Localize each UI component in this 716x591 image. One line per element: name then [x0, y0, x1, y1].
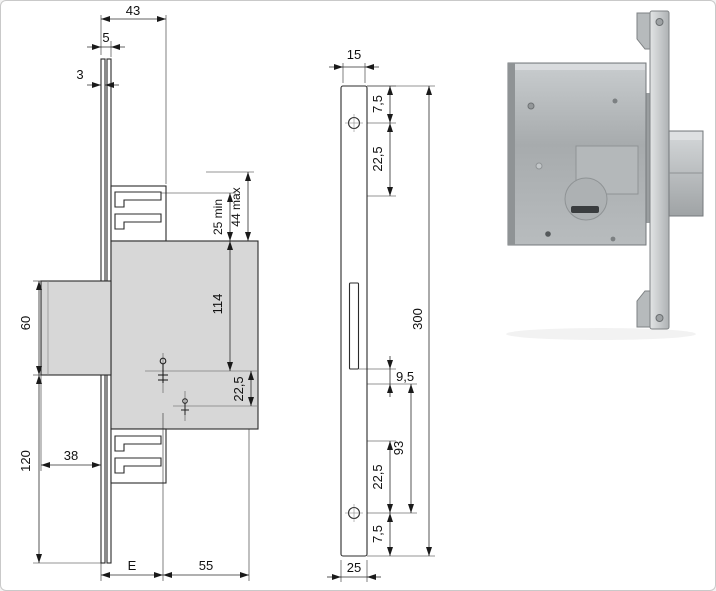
dim-300-label: 300 — [410, 308, 425, 330]
side-view — [40, 58, 259, 564]
dim-7-5-top-label: 7,5 — [370, 95, 385, 113]
photo-case-hole-1 — [527, 102, 535, 110]
dim-22-5-top-label: 22,5 — [370, 146, 385, 171]
dim-9-5: 9,5 — [359, 356, 417, 397]
upper-hook-2 — [114, 213, 162, 230]
deadbolt-section — [40, 280, 112, 376]
key-symbol-2 — [181, 398, 189, 415]
key-symbol-1 — [158, 357, 168, 383]
dim-7-5-bottom: 7,5 — [370, 513, 393, 556]
faceplate-bolt-slot — [348, 282, 360, 370]
dim-93: 93 — [367, 384, 417, 514]
lower-hook-1 — [114, 435, 162, 452]
photo-case-left-edge — [508, 63, 515, 245]
photo-deadbolt-highlight — [670, 132, 702, 140]
photo-cylinder-boss — [564, 177, 608, 221]
dim-22-5-side: 22,5 — [231, 371, 254, 406]
upper-hook-1 — [114, 191, 162, 208]
dim-5-label: 5 — [102, 30, 109, 45]
dim-38-label: 38 — [64, 448, 78, 463]
lower-hook-2 — [114, 457, 162, 474]
dim-44max-label: 44 max — [229, 187, 243, 226]
dim-15: 15 — [329, 47, 379, 83]
photo-case-hole-2 — [612, 98, 618, 104]
faceplate-dimensions: 15 7,5 22,5 300 9,5 — [327, 47, 435, 582]
dim-55: 55 — [163, 429, 250, 581]
photo-faceplate — [649, 10, 670, 330]
dim-7-5-bottom-label: 7,5 — [370, 525, 385, 543]
photo-case-hole-3 — [545, 231, 551, 237]
side-view-dimensions: 43 5 3 25 min 44 max — [18, 3, 254, 581]
dim-22-5-bottom: 22,5 — [367, 440, 396, 513]
photo-case-rivet — [535, 162, 543, 170]
photo-case-flange — [646, 93, 650, 223]
dim-44max: 44 max — [206, 171, 254, 241]
screw-hole-bottom-centerlines — [345, 504, 363, 522]
photo-case-top-highlight — [509, 64, 645, 70]
dim-3-label: 3 — [76, 67, 83, 82]
dim-22-5-side-label: 22,5 — [231, 376, 246, 401]
dim-25-label: 25 — [347, 560, 361, 575]
screw-hole-top-centerlines — [345, 114, 363, 132]
faceplate-view — [340, 85, 368, 557]
dim-9-5-label: 9,5 — [396, 369, 414, 384]
photo-shadow — [506, 328, 696, 340]
dim-7-5-top: 7,5 — [367, 85, 396, 124]
dim-25min: 25 min — [161, 192, 236, 241]
dim-15-label: 15 — [347, 47, 361, 62]
product-photo — [506, 10, 704, 340]
dim-120: 120 — [18, 375, 101, 564]
dim-300: 300 — [367, 85, 435, 557]
dim-22-5-bottom-label: 22,5 — [370, 464, 385, 489]
photo-plate-screw-top — [655, 18, 664, 26]
dim-38: 38 — [40, 375, 101, 471]
dim-120-label: 120 — [18, 450, 33, 472]
dim-3: 3 — [76, 67, 119, 88]
dim-E-label: E — [128, 558, 137, 573]
dim-60-label: 60 — [18, 316, 33, 330]
dim-43: 43 — [100, 3, 167, 184]
photo-plate-screw-bottom — [655, 314, 664, 322]
dim-114-label: 114 — [210, 294, 225, 315]
photo-keyhole-slot — [571, 206, 599, 213]
lock-body-section — [110, 240, 259, 430]
dim-60: 60 — [18, 280, 45, 376]
dim-5: 5 — [87, 30, 125, 57]
dim-114: 114 — [210, 241, 233, 371]
dim-55-label: 55 — [199, 558, 213, 573]
dim-25min-label: 25 min — [211, 199, 225, 235]
dim-93-label: 93 — [391, 441, 406, 455]
dim-43-label: 43 — [126, 3, 140, 18]
photo-case-hole-4 — [610, 236, 616, 242]
dim-E: E — [100, 413, 164, 581]
dim-25: 25 — [327, 560, 381, 582]
dim-22-5-top: 22,5 — [367, 123, 396, 197]
